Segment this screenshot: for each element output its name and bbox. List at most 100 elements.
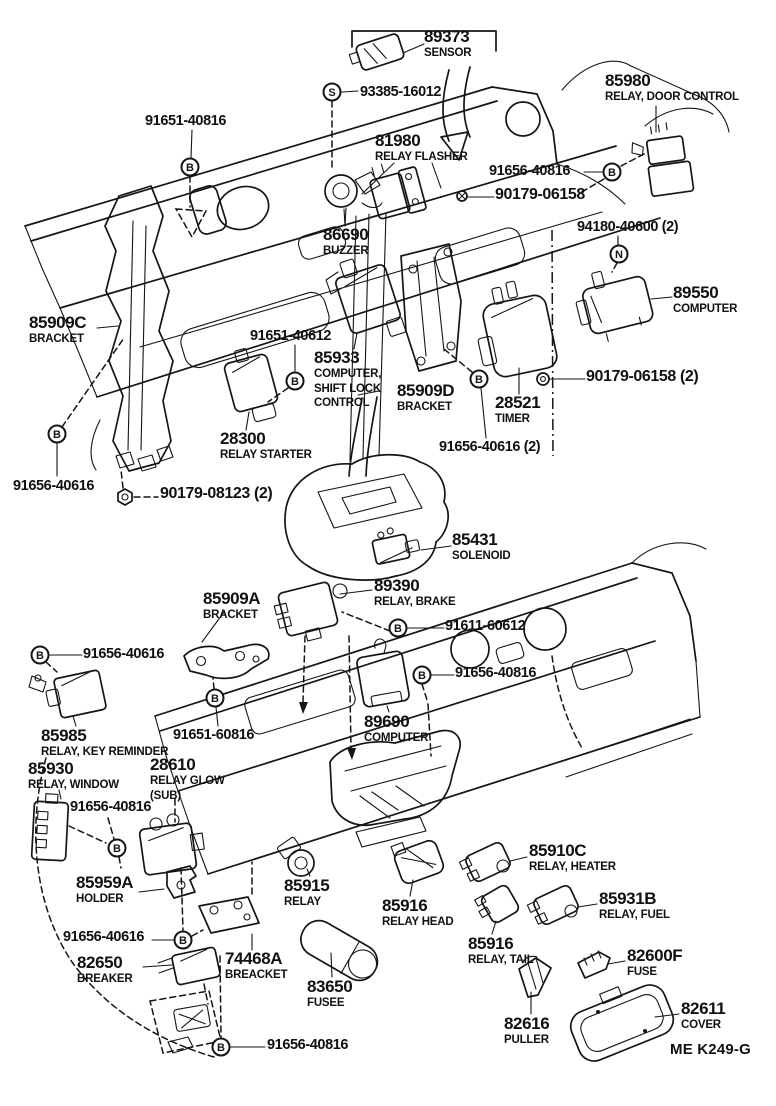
- fastener-label-91651-40612: 91651-40612: [250, 328, 332, 344]
- part-label-81980: 81980 RELAY FLASHER: [375, 131, 468, 163]
- fuse-icon: [577, 950, 626, 979]
- fastener-label-91656-40816-mid: 91656-40816: [455, 665, 537, 681]
- callout-b-91651-40816: B: [180, 157, 200, 177]
- fastener-label-91656-40616-holder: 91656-40616: [63, 929, 145, 945]
- part-label-85909c: 85909C BRACKET: [29, 313, 87, 345]
- svg-text:B: B: [36, 650, 44, 662]
- window-relay-icon: [30, 789, 107, 862]
- buzzer-icon: [324, 171, 383, 227]
- leader-dash: [443, 348, 473, 373]
- timer-icon: [477, 280, 558, 395]
- leader-dash: [107, 817, 115, 840]
- callout-n: N: [609, 244, 629, 264]
- part-label-85431: 85431 SOLENOID: [452, 530, 511, 562]
- callout-b-91611-60612: B: [388, 618, 408, 638]
- svg-text:B: B: [186, 162, 194, 174]
- sensor-icon: [348, 30, 497, 71]
- callout-b-91656-40816-window: B: [107, 838, 127, 858]
- screw-icon: [456, 190, 495, 202]
- part-label-82600f: 82600F FUSE: [627, 946, 683, 978]
- svg-text:B: B: [475, 374, 483, 386]
- svg-text:B: B: [608, 167, 616, 179]
- fastener-label-91656-40816-bottom: 91656-40816: [267, 1037, 349, 1053]
- brake-relay-icon: [273, 581, 373, 642]
- svg-text:S: S: [328, 87, 335, 99]
- callout-b-bottom: B: [211, 1037, 231, 1057]
- part-label-28521: 28521 TIMER: [495, 393, 541, 425]
- part-label-89550: 89550 COMPUTER: [673, 283, 738, 315]
- part-label-85930: 85930 RELAY, WINDOW: [28, 759, 119, 791]
- nut-icon: [117, 469, 159, 506]
- part-label-85916-head: 85916 RELAY HEAD: [382, 896, 454, 928]
- part-label-74468a: 74468A BREACKET: [225, 949, 288, 981]
- fastener-label-91656-40616-2: 91656-40616 (2): [439, 439, 541, 455]
- part-label-28300: 28300 RELAY STARTER: [220, 429, 312, 461]
- leader-dash: [427, 703, 432, 757]
- svg-text:N: N: [615, 249, 623, 261]
- fusee-icon: [299, 919, 379, 982]
- part-label-85910c: 85910C RELAY, HEATER: [529, 841, 616, 873]
- callout-b-91656-40616-2: B: [469, 369, 489, 389]
- heater-relay-icon: [458, 841, 528, 883]
- part-label-85985: 85985 RELAY, KEY REMINDER: [41, 726, 169, 758]
- part-label-85916-tail: 85916 RELAY, TAIL: [468, 934, 534, 966]
- holder-icon: [138, 865, 197, 899]
- part-label-85931b: 85931B RELAY, FUEL: [599, 889, 670, 921]
- leader-dash: [174, 208, 208, 239]
- locator-arrow-icon: [440, 66, 471, 161]
- svg-text:B: B: [211, 693, 219, 705]
- leader-dash: [579, 178, 605, 194]
- part-label-85980: 85980 RELAY, DOOR CONTROL: [605, 71, 739, 103]
- fastener-label-91651-60816: 91651-60816: [173, 727, 255, 743]
- lower-dash-panel-art: [154, 542, 707, 875]
- head-relay-icon: [390, 839, 445, 897]
- heater-unit-art: [329, 729, 461, 848]
- tail-relay-icon: [474, 884, 520, 935]
- fastener-label-94180-40600: 94180-40600 (2): [577, 219, 679, 235]
- shift-lock-computer-icon: [325, 258, 407, 350]
- part-label-89690: 89690 COMPUTER: [364, 712, 429, 744]
- part-label-28610: 28610 RELAY GLOW (SUB): [150, 755, 225, 802]
- fastener-label-91656-40816-window: 91656-40816: [70, 799, 152, 815]
- svg-text:B: B: [291, 376, 299, 388]
- screw-icon: [536, 372, 586, 386]
- part-label-85909a: 85909A BRACKET: [203, 589, 261, 621]
- part-label-85915: 85915 RELAY: [284, 876, 330, 908]
- leader-dash: [267, 387, 289, 403]
- leader: [190, 129, 193, 159]
- puller-icon: [518, 955, 552, 1015]
- leader-lines: [96, 207, 619, 329]
- computer-89550-icon: [575, 270, 673, 342]
- part-label-85909d: 85909D BRACKET: [397, 381, 455, 413]
- part-label-86690: 86690 BUZZER: [323, 225, 369, 257]
- cover-icon: [569, 984, 680, 1062]
- part-label-89373: 89373 SENSOR: [424, 27, 472, 59]
- svg-text:B: B: [53, 429, 61, 441]
- svg-text:B: B: [113, 843, 121, 855]
- fastener-label-91651-40816: 91651-40816: [145, 113, 227, 129]
- leader-dash: [61, 337, 125, 428]
- starter-relay-icon: [223, 348, 279, 431]
- leader: [341, 90, 359, 93]
- page-code: ME K249-G: [670, 1041, 751, 1058]
- svg-text:B: B: [179, 935, 187, 947]
- fastener-label-93385-16012: 93385-16012: [360, 84, 442, 100]
- leader-dash: [341, 611, 391, 632]
- svg-text:B: B: [418, 670, 426, 682]
- leader-dash: [421, 683, 428, 701]
- callout-b-91651-60816: B: [205, 688, 225, 708]
- construction-line: [551, 229, 554, 457]
- shift-console-art: [284, 390, 449, 581]
- leader-dash: [212, 677, 215, 690]
- fastener-label-91611-60612: 91611-60612: [445, 618, 526, 634]
- part-label-89390: 89390 RELAY, BRAKE: [374, 576, 456, 608]
- callout-b-91656-40616-left: B: [30, 645, 50, 665]
- part-label-83650: 83650 FUSEE: [307, 977, 353, 1009]
- bracket-85909a-icon: [183, 611, 270, 680]
- callout-b-91656-40816-mid: B: [412, 665, 432, 685]
- fastener-label-90179-06158-2: 90179-06158 (2): [586, 368, 699, 385]
- locator-dash-arrows: [299, 635, 583, 760]
- fuel-relay-icon: [526, 884, 598, 926]
- door-control-relay-icon: [631, 105, 695, 197]
- relay-85915-icon: [277, 836, 315, 877]
